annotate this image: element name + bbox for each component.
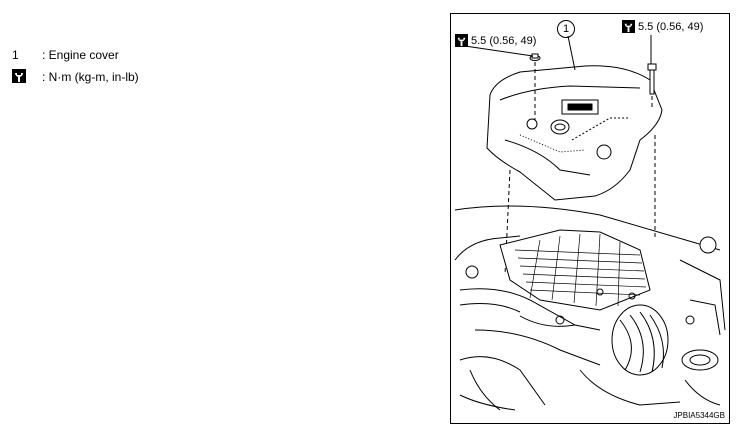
legend-text-engine-cover: : Engine cover bbox=[42, 48, 119, 62]
legend-key-1: 1 bbox=[12, 48, 19, 62]
leader-left bbox=[464, 45, 534, 57]
legend: 1 : Engine cover : N·m (kg-m, in-lb) bbox=[12, 44, 139, 88]
torque-value-right: 5.5 (0.56, 49) bbox=[638, 20, 704, 33]
torque-callout-right: 5.5 (0.56, 49) bbox=[622, 20, 703, 33]
engine-bay bbox=[454, 205, 726, 411]
intake-manifold bbox=[514, 233, 647, 307]
legend-row-engine-cover: 1 : Engine cover bbox=[12, 44, 139, 66]
legend-row-torque-unit: : N·m (kg-m, in-lb) bbox=[12, 66, 139, 88]
part-number-1: 1 bbox=[557, 20, 575, 38]
figure-code: JPBIA5344GB bbox=[673, 411, 725, 420]
torque-callout-left: 5.5 (0.56, 49) bbox=[455, 34, 536, 47]
torque-wrench-icon bbox=[455, 34, 468, 47]
bolt-right bbox=[647, 63, 657, 95]
torque-wrench-icon bbox=[622, 20, 635, 33]
torque-value-left: 5.5 (0.56, 49) bbox=[471, 34, 537, 47]
legend-text-torque-unit: : N·m (kg-m, in-lb) bbox=[42, 70, 139, 84]
bolt-left bbox=[529, 53, 541, 61]
leader-part-1 bbox=[567, 35, 576, 71]
torque-wrench-icon bbox=[12, 68, 26, 83]
engine-cover bbox=[486, 65, 663, 201]
intake-duct bbox=[611, 304, 669, 376]
cover-badge bbox=[567, 103, 593, 111]
emblem-icon bbox=[550, 119, 570, 135]
